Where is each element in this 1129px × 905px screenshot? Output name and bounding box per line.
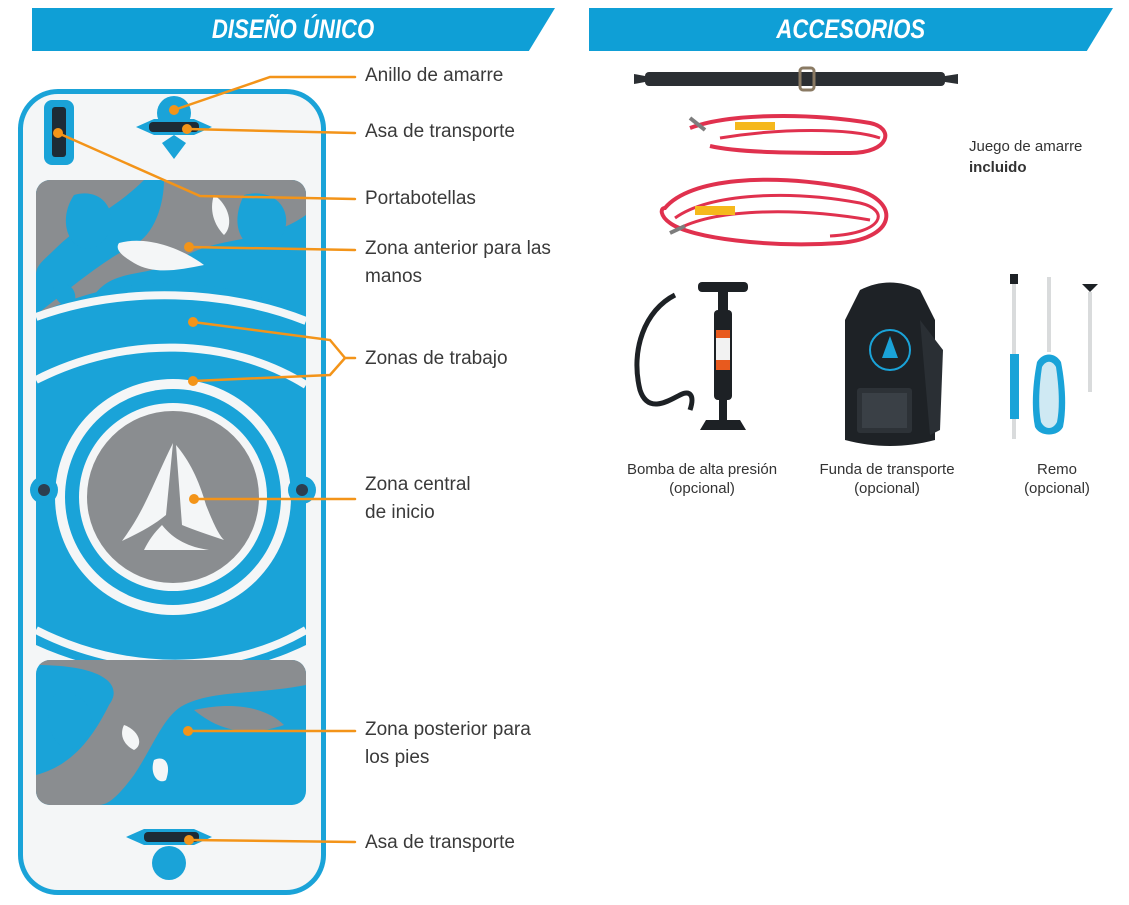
- leader-lines: [56, 75, 357, 844]
- callout-asa-top: Asa de transporte: [365, 121, 515, 142]
- tie-ring-bottom: [152, 846, 186, 880]
- bomba-line2: (opcional): [669, 480, 735, 497]
- diseno-banner: DISEÑO ÚNICO: [32, 8, 555, 51]
- accesorios-title: ACCESORIOS: [776, 14, 926, 44]
- back-foot-zone: [36, 660, 306, 805]
- callout-zonas-trabajo: Zonas de trabajo: [365, 348, 508, 369]
- board-illustration: [18, 89, 326, 895]
- pump-image: [634, 282, 748, 430]
- juego-line2: incluido: [969, 159, 1027, 176]
- funda-line2: (opcional): [854, 480, 920, 497]
- zona-central-line2: de inicio: [365, 502, 435, 523]
- zona-posterior-line2: los pies: [365, 747, 430, 768]
- callout-anillo: Anillo de amarre: [365, 65, 504, 86]
- caption-bomba: Bomba de alta presión (opcional): [612, 460, 792, 498]
- bag-image: [845, 282, 943, 446]
- callout-zona-central: Zona central de inicio: [365, 471, 471, 527]
- caption-remo: Remo (opcional): [997, 460, 1117, 498]
- leash-strap-image: [634, 66, 958, 92]
- funda-line1: Funda de transporte: [819, 461, 955, 478]
- accesorios-banner: ACCESORIOS: [589, 8, 1113, 51]
- remo-line1: Remo: [1036, 461, 1077, 478]
- caption-funda: Funda de transporte (opcional): [797, 460, 977, 498]
- zona-anterior-line1: Zona anterior para las: [365, 238, 551, 259]
- diseno-title: DISEÑO ÚNICO: [212, 14, 375, 44]
- zona-posterior-line1: Zona posterior para: [365, 719, 531, 740]
- zona-anterior-line2: manos: [365, 266, 423, 287]
- remo-line2: (opcional): [1024, 480, 1090, 497]
- callout-asa-bottom: Asa de transporte: [365, 832, 515, 853]
- brand-logo: [122, 443, 224, 550]
- callout-portabotellas: Portabotellas: [365, 188, 476, 209]
- juego-line1: Juego de amarre: [969, 138, 1083, 155]
- callout-zona-anterior: Zona anterior para las manos: [365, 235, 555, 291]
- paddle-image: [1010, 274, 1098, 439]
- mooring-rope-image: [659, 114, 889, 247]
- juego-amarre-label: Juego de amarre incluido: [969, 136, 1082, 178]
- callout-zona-posterior: Zona posterior para los pies: [365, 716, 555, 772]
- bomba-line1: Bomba de alta presión: [626, 461, 778, 478]
- zona-central-line1: Zona central: [365, 474, 471, 495]
